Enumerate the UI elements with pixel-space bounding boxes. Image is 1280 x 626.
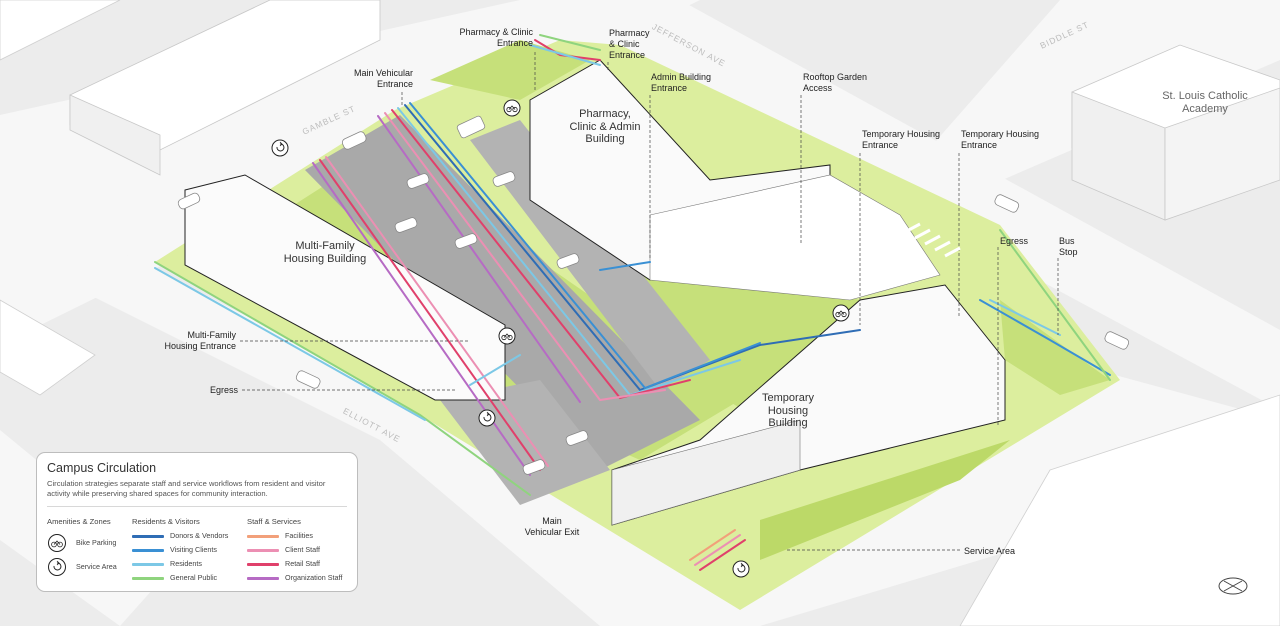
legend-divider bbox=[47, 506, 347, 507]
north-arrow-icon bbox=[1218, 577, 1248, 595]
annotation-bus-stop: Bus Stop bbox=[1059, 236, 1078, 257]
legend-heading-amenities: Amenities & Zones bbox=[47, 517, 111, 526]
legend-item-donors-vendors: Donors & Vendors bbox=[132, 530, 242, 542]
legend-heading-staff: Staff & Services bbox=[247, 517, 301, 526]
crosswalk bbox=[904, 222, 961, 258]
annotation-main-vehicular-entrance: Main Vehicular Entrance bbox=[353, 68, 413, 89]
service-area-icon bbox=[732, 560, 750, 578]
legend-label: Organization Staff bbox=[285, 573, 343, 582]
legend-label: Residents bbox=[170, 559, 202, 568]
legend-description: Circulation strategies separate staff an… bbox=[47, 479, 326, 498]
building-label-pharmacy: Pharmacy, Clinic & Admin Building bbox=[569, 108, 641, 145]
legend-title: Campus Circulation bbox=[47, 461, 157, 475]
bike-parking-markers bbox=[498, 99, 850, 345]
legend-swatch bbox=[132, 535, 164, 538]
service-area-icon bbox=[48, 558, 66, 576]
annotation-egress-east: Egress bbox=[1000, 236, 1029, 246]
legend-swatch bbox=[132, 577, 164, 580]
annotation-egress-west: Egress bbox=[209, 385, 238, 395]
annotation-temporary-housing-entrance-1: Temporary Housing Entrance bbox=[862, 129, 941, 150]
campus-buildings bbox=[184, 59, 1006, 526]
legend-item-client-staff: Client Staff bbox=[247, 544, 352, 556]
leader-lines bbox=[240, 52, 1059, 551]
legend-label: Visiting Clients bbox=[170, 545, 218, 554]
legend-item-bike-parking: Bike Parking bbox=[47, 533, 127, 552]
legend-label: Facilities bbox=[285, 531, 313, 540]
annotation-main-vehicular-exit: Main Vehicular Exit bbox=[524, 516, 580, 537]
bike-icon bbox=[498, 327, 516, 345]
annotation-rooftop-garden-access: Rooftop Garden Access bbox=[803, 72, 868, 93]
legend-item-facilities: Facilities bbox=[247, 530, 352, 542]
legend-label: Service Area bbox=[76, 562, 117, 571]
legend-label: Retail Staff bbox=[285, 559, 321, 568]
legend-heading-residents: Residents & Visitors bbox=[132, 517, 200, 526]
legend-swatch bbox=[247, 535, 279, 538]
legend-swatch bbox=[247, 549, 279, 552]
legend-label: General Public bbox=[170, 573, 218, 582]
legend-item-general-public: General Public bbox=[132, 572, 242, 584]
building-label-temporary-housing: Temporary Housing Building bbox=[762, 392, 814, 429]
bike-icon bbox=[832, 304, 850, 322]
legend-label: Client Staff bbox=[285, 545, 321, 554]
legend-item-visiting-clients: Visiting Clients bbox=[132, 544, 242, 556]
legend-label: Donors & Vendors bbox=[170, 531, 229, 540]
vehicles bbox=[177, 115, 1130, 475]
legend-item-organization-staff: Organization Staff bbox=[247, 572, 352, 584]
service-area-icon bbox=[478, 409, 496, 427]
school-label: St. Louis Catholic Academy bbox=[1162, 90, 1248, 115]
legend-swatch bbox=[247, 563, 279, 566]
legend-item-residents: Residents bbox=[132, 558, 242, 570]
annotation-temporary-housing-entrance-2: Temporary Housing Entrance bbox=[961, 129, 1040, 150]
bike-icon bbox=[503, 99, 521, 117]
legend-item-retail-staff: Retail Staff bbox=[247, 558, 352, 570]
legend-item-service-area: Service Area bbox=[47, 557, 127, 576]
legend-label: Bike Parking bbox=[76, 538, 117, 547]
annotation-pharmacy-clinic-entrance-1: Pharmacy & Clinic Entrance bbox=[459, 27, 533, 48]
annotation-admin-building-entrance: Admin Building Entrance bbox=[651, 72, 712, 93]
annotation-service-area: Service Area bbox=[964, 546, 1016, 556]
legend-swatch bbox=[132, 563, 164, 566]
annotation-multi-family-housing-entrance: Multi-Family Housing Entrance bbox=[164, 330, 236, 351]
legend-swatch bbox=[132, 549, 164, 552]
bike-icon bbox=[48, 534, 66, 552]
annotation-pharmacy-clinic-entrance-2: Pharmacy & Clinic Entrance bbox=[609, 28, 650, 60]
circulation-paths bbox=[154, 34, 1111, 571]
building-label-multi-family: Multi-Family Housing Building bbox=[283, 240, 367, 265]
service-area-markers bbox=[271, 139, 750, 578]
service-area-icon bbox=[271, 139, 289, 157]
legend-panel: Campus Circulation Circulation strategie… bbox=[36, 452, 358, 592]
legend-swatch bbox=[247, 577, 279, 580]
